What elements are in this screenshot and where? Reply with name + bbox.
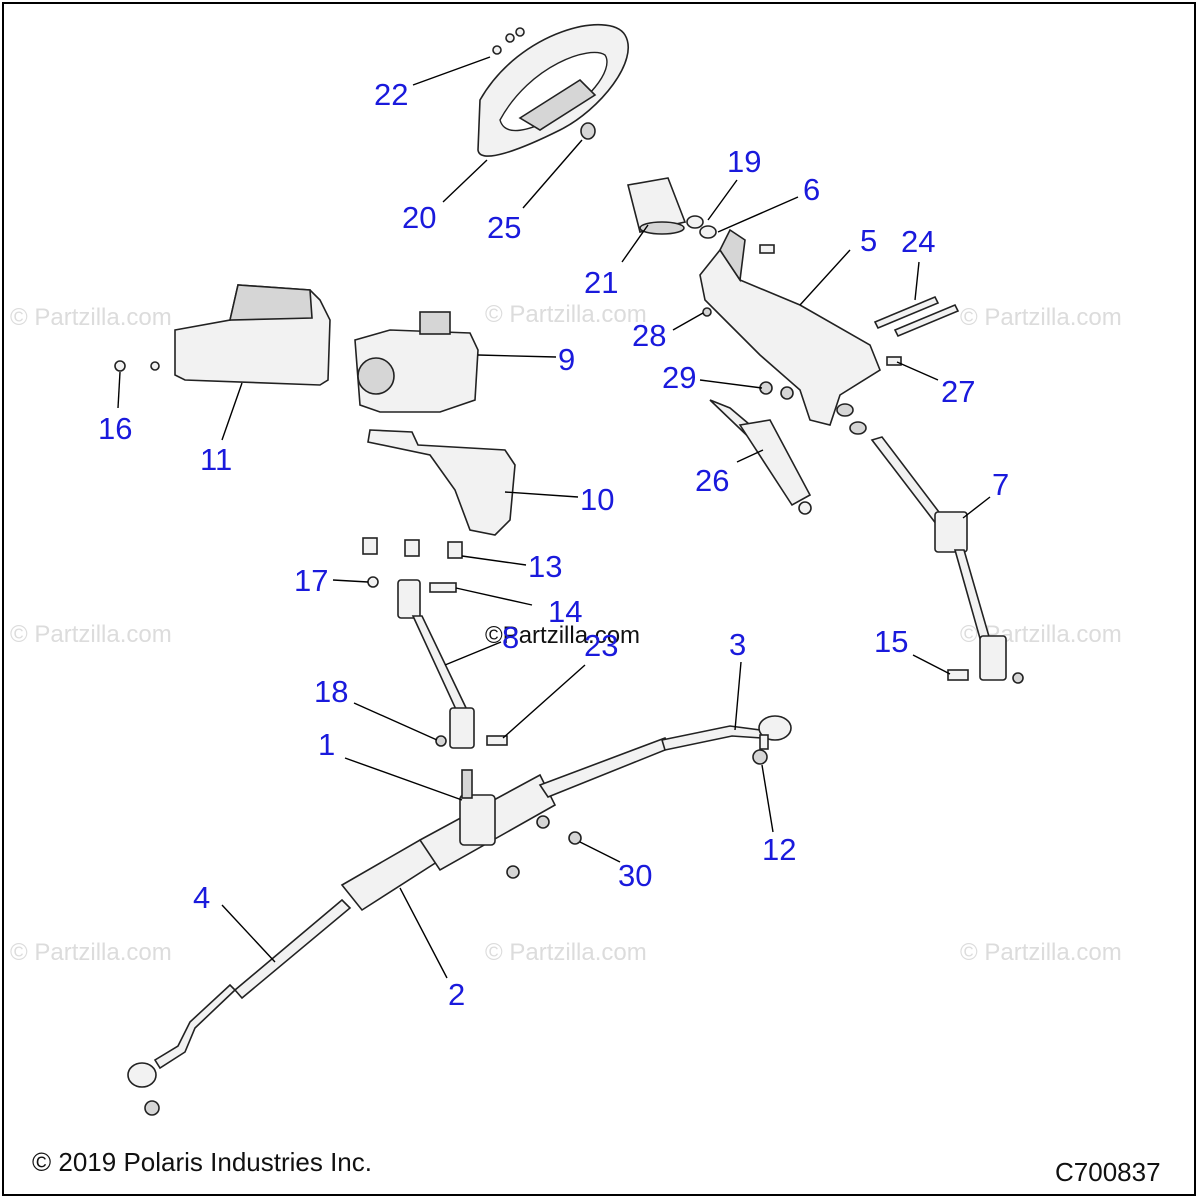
tie-rod-left <box>127 898 352 1116</box>
callout-20: 20 <box>402 200 436 235</box>
callout-28: 28 <box>632 318 666 353</box>
callout-5: 5 <box>860 223 877 258</box>
callout-10: 10 <box>580 482 614 517</box>
callout-27: 27 <box>941 374 975 409</box>
callout-29: 29 <box>662 360 696 395</box>
callout-12: 12 <box>762 832 796 867</box>
watermark: © Partzilla.com <box>10 621 172 648</box>
tilt-knob <box>627 177 717 239</box>
watermark: © Partzilla.com <box>960 304 1122 331</box>
callout-18: 18 <box>314 674 348 709</box>
center-watermark: ©Partzilla.com <box>485 622 640 649</box>
watermark: © Partzilla.com <box>485 939 647 966</box>
callouts: 1 2 3 4 5 6 7 8 9 10 11 12 13 14 15 16 1… <box>98 77 1009 1012</box>
callout-6: 6 <box>803 172 820 207</box>
gas-strut <box>709 399 812 515</box>
callout-7: 7 <box>992 467 1009 502</box>
callout-11: 11 <box>200 442 232 477</box>
copyright-text: © 2019 Polaris Industries Inc. <box>32 1147 372 1177</box>
mounting-bracket <box>367 429 516 536</box>
callout-23: 23 <box>584 628 618 663</box>
callout-2: 2 <box>448 977 465 1012</box>
watermark: © Partzilla.com <box>485 301 647 328</box>
callout-14: 14 <box>548 594 582 629</box>
callout-30: 30 <box>618 858 652 893</box>
power-steering-unit <box>354 311 479 413</box>
watermark: © Partzilla.com <box>10 304 172 331</box>
watermark: © Partzilla.com <box>10 939 172 966</box>
lower-shaft <box>836 403 1024 684</box>
callout-17: 17 <box>294 563 328 598</box>
steering-wheel <box>477 23 629 157</box>
bolts <box>362 537 463 593</box>
callout-4: 4 <box>193 880 210 915</box>
leader-lines <box>117 56 991 979</box>
watermark: © Partzilla.com <box>960 939 1122 966</box>
callout-25: 25 <box>487 210 521 245</box>
callout-21: 21 <box>584 265 618 300</box>
callout-9: 9 <box>558 342 575 377</box>
callout-16: 16 <box>98 411 132 446</box>
intermediate-shaft <box>397 579 508 749</box>
tie-rod-right <box>660 715 792 765</box>
callout-26: 26 <box>695 463 729 498</box>
tilt-bracket <box>699 228 881 426</box>
callout-8: 8 <box>502 620 519 655</box>
steering-rack <box>340 736 672 912</box>
callout-19: 19 <box>727 144 761 179</box>
callout-13: 13 <box>528 549 562 584</box>
callout-15: 15 <box>874 624 908 659</box>
column-cover <box>114 284 331 386</box>
callout-3: 3 <box>729 627 746 662</box>
callout-1: 1 <box>318 727 335 762</box>
diagram-code: C700837 <box>1055 1157 1161 1187</box>
callout-24: 24 <box>901 224 935 259</box>
callout-22: 22 <box>374 77 408 112</box>
long-bolts <box>759 295 960 400</box>
